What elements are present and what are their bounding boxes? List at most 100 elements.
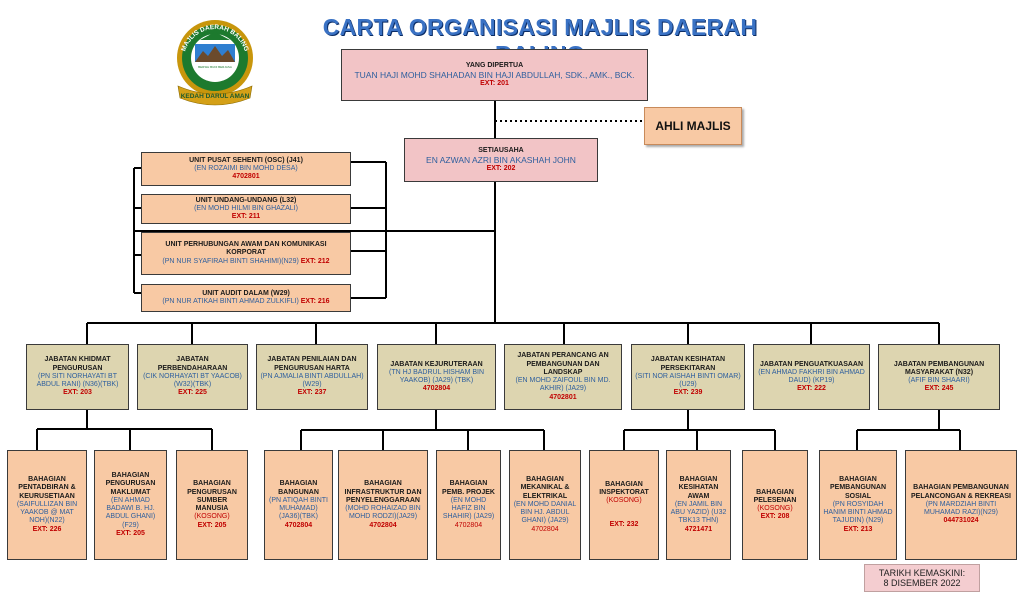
section-box-pemb-projek: BAHAGIAN PEMB. PROJEK (EN MOHD HAFIZ BIN… [436, 450, 501, 560]
section-ext: 4702804 [284, 521, 313, 529]
department-title: JABATAN PERBENDAHARAAN [157, 356, 228, 372]
yang-dipertua-name: TUAN HAJI MOHD SHAHADAN BIN HAJI ABDULLA… [354, 69, 635, 80]
section-box-inspektorat: BAHAGIAN INSPEKTORAT (KOSONG) EXT: 232 [589, 450, 659, 560]
department-box-perancangan: JABATAN PERANCANG AN PEMBANGUNAN DAN LAN… [504, 344, 622, 410]
department-ext: EXT: 237 [297, 389, 327, 397]
department-ext: 4702801 [549, 393, 577, 401]
section-head-name: (EN MOHD HAFIZ BIN SHAHIR) (JA29) [442, 496, 495, 521]
department-box-kesihatan: JABATAN KESIHATAN PERSEKITARAN (SITI NOR… [631, 344, 745, 410]
section-box-pelancongan: BAHAGIAN PEMBANGUNAN PELANCONGAN & REKRE… [905, 450, 1017, 560]
setiausaha-box: SETIAUSAHA EN AZWAN AZRI BIN AKASHAH JOH… [404, 138, 598, 182]
section-ext: EXT: 226 [32, 525, 62, 533]
department-ext: EXT: 245 [924, 385, 954, 393]
last-updated-date: 8 DISEMBER 2022 [883, 578, 961, 588]
department-box-masyarakat: JABATAN PEMBANGUNAN MASYARAKAT (N32) (AF… [878, 344, 1000, 410]
unit-head-line: (PN NUR ATIKAH BINTI AHMAD ZULKIFLI) EXT… [162, 298, 329, 306]
section-head-name: (EN MOHD DANIAL BIN HJ. ABDUL GHANI) (JA… [513, 500, 577, 525]
logo-center-text: BERSIH BUDI BERJASA [198, 65, 232, 69]
section-ext: EXT: 208 [760, 513, 790, 521]
unit-head-name: (PN NUR SYAFIRAH BINTI SHAHIMI)(N29) [162, 257, 299, 265]
unit-head-line: (PN NUR SYAFIRAH BINTI SHAHIMI)(N29) EXT… [162, 258, 329, 266]
section-box-mekanikal: BAHAGIAN MEKANIKAL & ELEKTRIKAL (EN MOHD… [509, 450, 581, 560]
section-ext: 4702804 [454, 521, 483, 529]
section-title: BAHAGIAN PELESENAN [753, 488, 797, 504]
department-head-name: (TN HJ BADRUL HISHAM BIN YAAKOB) (JA29) … [388, 368, 485, 384]
unit-title: UNIT PERHUBUNGAN AWAM DAN KOMUNIKASI KOR… [165, 241, 327, 257]
department-box-khidmat: JABATAN KHIDMAT PENGURUSAN (PN SITI NORH… [26, 344, 129, 410]
section-title: BAHAGIAN MEKANIKAL & ELEKTRIKAL [520, 476, 570, 500]
section-title: BAHAGIAN BANGUNAN [278, 480, 319, 496]
section-vacancy: (KOSONG) [606, 497, 642, 504]
department-title: JABATAN PENGUATKUASAAN [759, 360, 864, 368]
unit-title: UNIT PUSAT SEHENTI (OSC) (J41) [189, 156, 303, 164]
section-box-pelesenan: BAHAGIAN PELESENAN (KOSONG) EXT: 208 [742, 450, 808, 560]
logo-banner-text: KEDAH DARUL AMAN [181, 93, 250, 100]
section-head-name: (EN JAMIL BIN ABU YAZID) (U32 TBK13 THN) [670, 500, 727, 525]
department-title: JABATAN PENILAIAN DAN PENGURUSAN HARTA [267, 356, 357, 372]
department-title: JABATAN KESIHATAN PERSEKITARAN [650, 356, 726, 372]
section-vacancy: (KOSONG) [194, 513, 230, 521]
department-head-name: (CIK NORHAYATI BT YAACOB) (W32)(TBK) [143, 372, 242, 389]
section-head-name: (PN ROSYIDAH HANIM BINTI AHMAD TAJUDIN) … [823, 500, 893, 525]
unit-box-audit: UNIT AUDIT DALAM (W29) (PN NUR ATIKAH BI… [141, 284, 351, 312]
section-ext: EXT: 205 [197, 521, 227, 529]
section-head-name: (EN AHMAD BADAWI B. HJ. ABDUL GHANI) (F2… [105, 496, 156, 529]
section-head-name: (PN MARDZIAH BINTI MUHAMAD RAZI)(N29) [924, 500, 998, 517]
department-head-name: (SITI NOR AISHAH BINTI OMAR) (U29) [635, 372, 741, 389]
unit-title: UNIT UNDANG-UNDANG (L32) [195, 196, 297, 204]
section-vacancy: (KOSONG) [757, 505, 793, 512]
section-box-sumber-manusia: BAHAGIAN PENGURUSAN SUMBER MANUSIA (KOSO… [176, 450, 248, 560]
section-title: BAHAGIAN PEMBANGUNAN SOSIAL [830, 476, 886, 500]
unit-ext: 4702801 [232, 173, 260, 181]
section-title: BAHAGIAN INSPEKTORAT [599, 480, 649, 496]
unit-ext: EXT: 212 [300, 257, 330, 265]
section-box-pembangunan-sosial: BAHAGIAN PEMBANGUNAN SOSIAL (PN ROSYIDAH… [819, 450, 897, 560]
department-box-penilaian: JABATAN PENILAIAN DAN PENGURUSAN HARTA (… [256, 344, 368, 410]
department-ext: EXT: 203 [63, 389, 92, 397]
yang-dipertua-title: YANG DIPERTUA [465, 61, 524, 69]
unit-head-name: (EN ROZAIMI BIN MOHD DESA) [194, 164, 298, 172]
department-head-name: (PN SITI NORHAYATI BT ABDUL RANI) (N36)(… [36, 372, 119, 389]
section-ext: 4702804 [369, 521, 397, 529]
department-ext: EXT: 225 [178, 389, 207, 397]
last-updated-label: TARIKH KEMASKINI: [878, 568, 966, 578]
section-head-name: (PN ATIQAH BINTI MUHAMAD) (JA36)(TBK) [269, 496, 328, 521]
section-ext: 4721471 [684, 525, 713, 533]
section-box-maklumat: BAHAGIAN PENGURUSAN MAKLUMAT (EN AHMAD B… [94, 450, 167, 560]
setiausaha-title: SETIAUSAHA [478, 146, 524, 154]
department-title: JABATAN PEMBANGUNAN MASYARAKAT (N32) [893, 360, 985, 376]
section-head-name: (SAIFULLIZAN BIN YAAKOB @ MAT NOH)(N22) [16, 500, 78, 525]
setiausaha-ext: EXT: 202 [486, 165, 516, 172]
department-ext: EXT: 222 [797, 385, 826, 393]
unit-head-name: (PN NUR ATIKAH BINTI AHMAD ZULKIFLI) [162, 298, 299, 305]
unit-ext: EXT: 211 [231, 213, 261, 221]
department-head-name: (EN MOHD ZAIFOUL BIN MD. AKHIR) (JA29) [515, 377, 611, 393]
department-box-perbendaharaan: JABATAN PERBENDAHARAAN (CIK NORHAYATI BT… [137, 344, 248, 410]
department-title: JABATAN PERANCANG AN PEMBANGUNAN DAN LAN… [517, 352, 609, 376]
section-title: BAHAGIAN PENTADBIRAN & KEURUSETIAAN [18, 476, 76, 500]
section-title: BAHAGIAN INFRASTRUKTUR DAN PENYELENGGARA… [344, 480, 422, 504]
unit-box-undang: UNIT UNDANG-UNDANG (L32) (EN MOHD HILMI … [141, 194, 351, 224]
section-box-pentadbiran: BAHAGIAN PENTADBIRAN & KEURUSETIAAN (SAI… [7, 450, 87, 560]
department-box-kejuruteraan: JABATAN KEJURUTERAAN (TN HJ BADRUL HISHA… [377, 344, 496, 410]
department-head-name: (PN AJMALIA BINTI ABDULLAH) (W29) [260, 372, 364, 389]
last-updated-box: TARIKH KEMASKINI: 8 DISEMBER 2022 [864, 564, 980, 592]
section-head-name: (MOHD ROHAIZAD BIN MOHD RODZI)(JA29) [345, 505, 421, 521]
ahli-majlis-box: AHLI MAJLIS [644, 107, 742, 145]
department-title: JABATAN KHIDMAT PENGURUSAN [44, 356, 111, 372]
section-ext: 4702804 [531, 525, 559, 533]
unit-head-name: (EN MOHD HILMI BIN GHAZALI) [194, 204, 298, 212]
section-title: BAHAGIAN PENGURUSAN SUMBER MANUSIA [187, 480, 237, 512]
section-box-bangunan: BAHAGIAN BANGUNAN (PN ATIQAH BINTI MUHAM… [264, 450, 333, 560]
setiausaha-name: EN AZWAN AZRI BIN AKASHAH JOHN [426, 154, 576, 165]
yang-dipertua-box: YANG DIPERTUA TUAN HAJI MOHD SHAHADAN BI… [341, 49, 648, 101]
department-ext: EXT: 239 [673, 389, 703, 397]
section-title: BAHAGIAN PEMB. PROJEK [442, 480, 495, 496]
majlis-logo-icon: BERSIH BUDI BERJASA MAJLIS DAERAH BALING… [177, 20, 253, 106]
department-head-name: (AFIF BIN SHAARI) [908, 377, 970, 384]
section-title: BAHAGIAN KESIHATAN AWAM [678, 476, 719, 500]
unit-box-perhubungan: UNIT PERHUBUNGAN AWAM DAN KOMUNIKASI KOR… [141, 232, 351, 275]
unit-ext: EXT: 216 [300, 298, 330, 305]
section-box-infrastruktur: BAHAGIAN INFRASTRUKTUR DAN PENYELENGGARA… [338, 450, 428, 560]
